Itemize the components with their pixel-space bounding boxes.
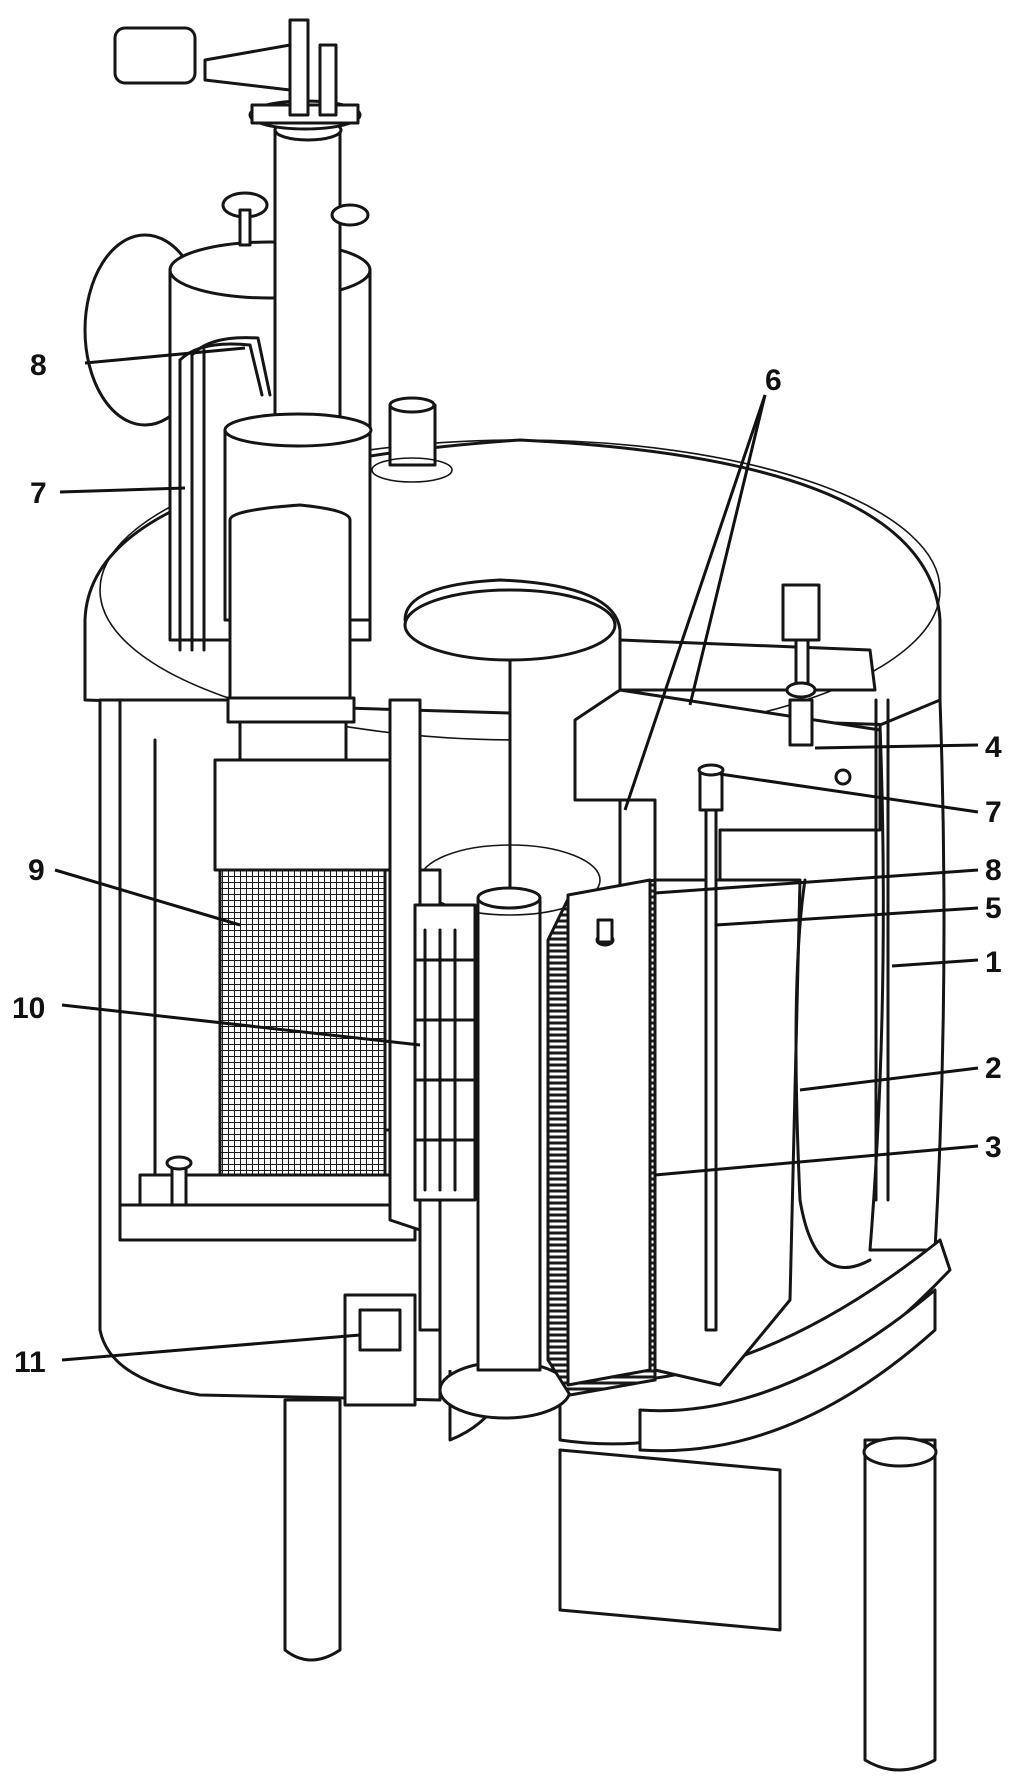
callout-1: 1 [985, 946, 1002, 979]
leader-7-right [719, 772, 979, 814]
callout-5: 5 [985, 892, 1002, 925]
callout-4: 4 [985, 731, 1002, 764]
leader-8-left [84, 346, 246, 365]
callout-7-right: 7 [985, 796, 1002, 829]
right-magnet-block [573, 583, 890, 1387]
callout-8-right: 8 [985, 854, 1002, 887]
leader-2 [799, 1066, 979, 1092]
leader-lines [54, 346, 979, 1362]
leader-8-right [654, 868, 979, 895]
leader-9 [54, 868, 241, 927]
callout-9: 9 [28, 854, 45, 887]
leader-11 [61, 1333, 361, 1362]
callout-6: 6 [765, 364, 782, 397]
callout-8-left: 8 [30, 349, 47, 382]
callout-3: 3 [985, 1131, 1002, 1164]
coil-stack [546, 878, 657, 1397]
leader-1 [891, 958, 979, 968]
callout-10: 10 [12, 992, 45, 1025]
callout-7-left: 7 [30, 477, 47, 510]
leader-5 [715, 906, 979, 927]
leader-3 [654, 1144, 979, 1177]
middle-assembly [413, 903, 477, 1202]
leader-6b [688, 394, 767, 706]
callout-11: 11 [14, 1346, 46, 1379]
left-cryocooler [118, 503, 442, 1407]
callout-2: 2 [985, 1052, 1002, 1085]
leader-4 [814, 743, 979, 750]
leader-10 [61, 1003, 421, 1047]
leader-6a [623, 394, 767, 811]
support-legs [283, 1398, 938, 1772]
callout-labels: 8 7 9 10 11 6 4 7 8 5 1 2 3 [12, 349, 1002, 1379]
leader-7-left [59, 486, 186, 494]
